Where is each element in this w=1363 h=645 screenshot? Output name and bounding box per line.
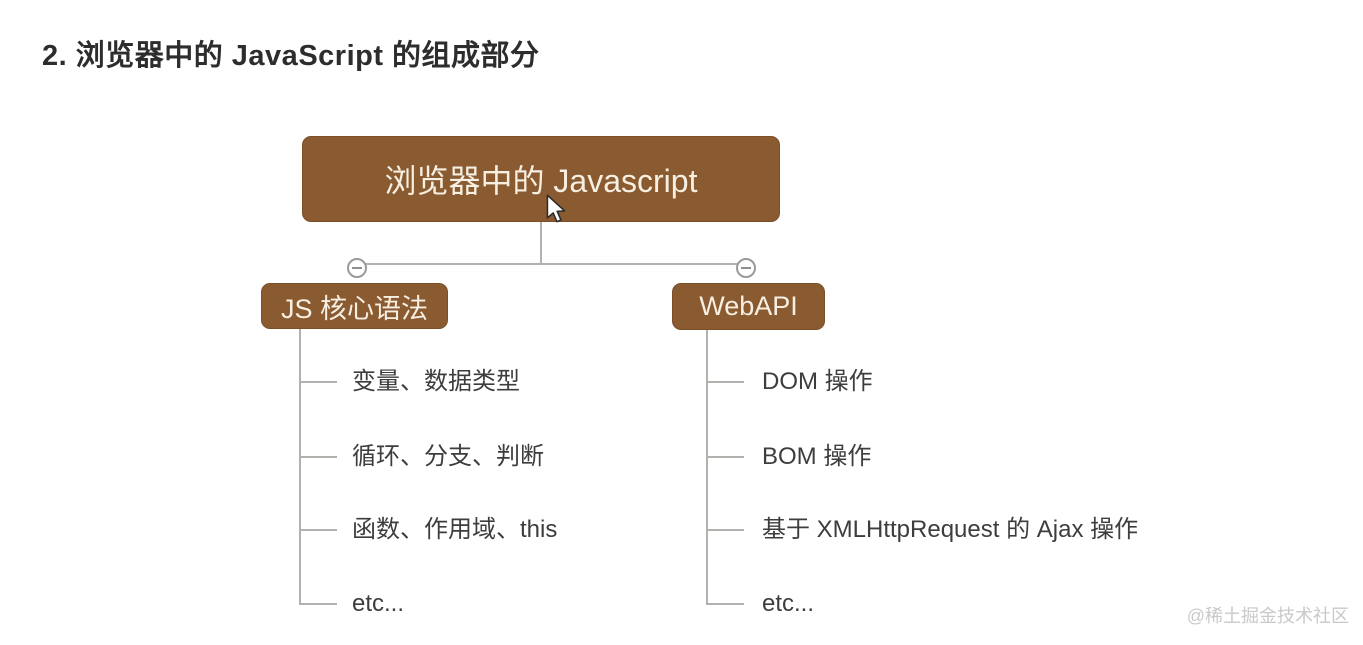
connector-tick: [706, 603, 744, 605]
connector-tick: [299, 529, 337, 531]
page-title: 2. 浏览器中的 JavaScript 的组成部分: [42, 40, 540, 72]
leaf-node-dom[interactable]: DOM 操作: [762, 368, 873, 395]
mindmap-root-node[interactable]: 浏览器中的 Javascript: [302, 136, 780, 222]
mindmap-root-label: 浏览器中的 Javascript: [384, 163, 698, 199]
leaf-node-loops-branches[interactable]: 循环、分支、判断: [352, 443, 544, 470]
connector-tick: [706, 529, 744, 531]
connector-left-spine: [299, 329, 301, 605]
leaf-node-bom[interactable]: BOM 操作: [762, 443, 872, 470]
leaf-node-functions-scope[interactable]: 函数、作用域、this: [352, 516, 558, 543]
leaf-node-ajax[interactable]: 基于 XMLHttpRequest 的 Ajax 操作: [762, 516, 1139, 543]
connector-tick: [299, 456, 337, 458]
branch-node-label: JS 核心语法: [280, 293, 428, 324]
watermark: @稀土掘金技术社区: [1186, 606, 1349, 626]
connector-horizontal-rail: [357, 263, 747, 265]
minus-glyph: [352, 267, 362, 269]
connector-tick: [299, 381, 337, 383]
minus-collapse-icon[interactable]: [347, 258, 367, 278]
connector-right-spine: [706, 330, 708, 605]
connector-tick: [299, 603, 337, 605]
leaf-node-etc-left[interactable]: etc...: [352, 590, 405, 617]
minus-glyph: [741, 267, 751, 269]
branch-node-webapi[interactable]: WebAPI: [672, 283, 825, 330]
connector-root-stem: [540, 222, 542, 264]
minus-collapse-icon[interactable]: [736, 258, 756, 278]
connector-tick: [706, 456, 744, 458]
connector-tick: [706, 381, 744, 383]
leaf-node-etc-right[interactable]: etc...: [762, 590, 815, 617]
branch-node-label: WebAPI: [699, 291, 798, 321]
leaf-node-variables-types[interactable]: 变量、数据类型: [352, 368, 520, 395]
branch-node-js-core[interactable]: JS 核心语法: [261, 283, 448, 329]
